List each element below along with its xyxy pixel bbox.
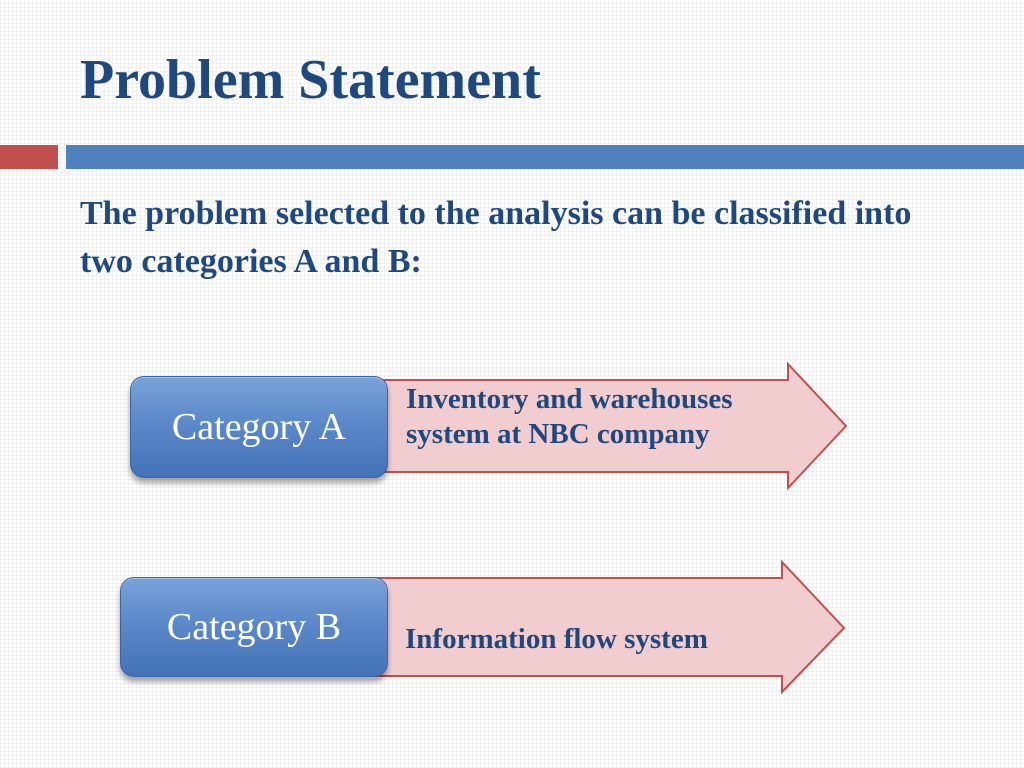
category-b-description-line-1: Information flow system: [405, 623, 708, 655]
category-a-box: Category A: [130, 376, 388, 478]
category-b-label: Category B: [166, 606, 342, 648]
slide-intro-text: The problem selected to the analysis can…: [80, 195, 912, 280]
category-a-row: Category A Inventory and warehouses syst…: [0, 360, 1024, 500]
title-rule-blue: [66, 145, 1024, 169]
category-a-label: Category A: [171, 406, 347, 448]
category-b-row: Category B Information flow system: [0, 558, 1024, 698]
slide-title: Problem Statement: [80, 49, 541, 111]
category-a-description-line-2: system at NBC company: [406, 418, 710, 450]
category-b-arrow: [359, 559, 846, 695]
title-rule-red: [0, 145, 58, 169]
category-b-description: Information flow system: [405, 622, 708, 657]
category-b-box: Category B: [120, 577, 388, 677]
category-a-description-line-1: Inventory and warehouses: [406, 383, 733, 415]
category-a-description: Inventory and warehouses system at NBC c…: [406, 382, 733, 452]
category-a-arrow: [359, 361, 848, 491]
